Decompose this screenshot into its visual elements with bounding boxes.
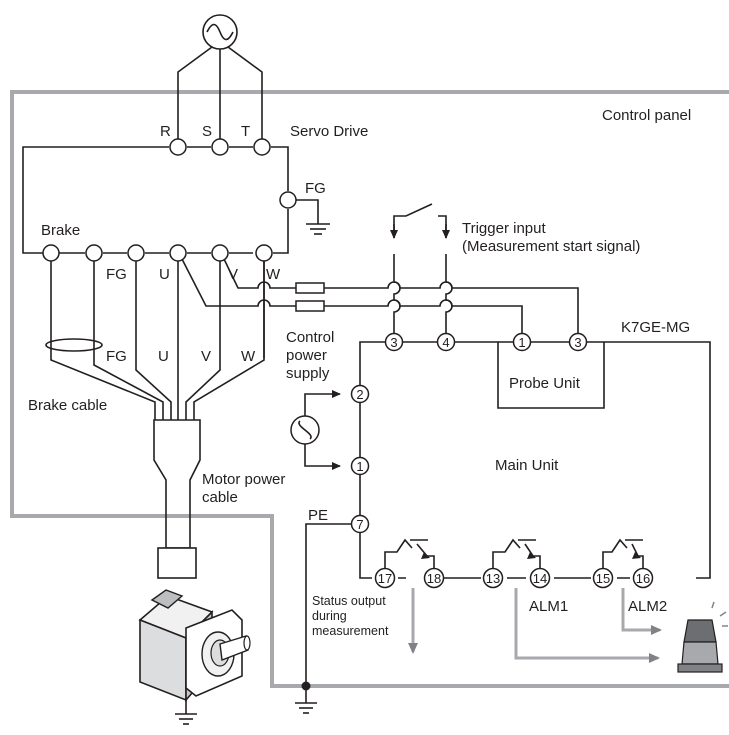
w-terminal-label: W [266, 266, 281, 283]
fg-drive-label: FG [305, 180, 326, 197]
fg-cable-label: FG [106, 348, 127, 365]
status-output-label-1: Status output [312, 594, 386, 608]
supply-wires [177, 46, 263, 140]
ground-icon [306, 223, 330, 235]
alm1-output-arrow [514, 588, 660, 663]
trigger-input-label-2: (Measurement start signal) [462, 238, 640, 255]
terminal-label-r: R [160, 123, 171, 140]
cable-plug [157, 547, 197, 579]
motor-power-cable-label-2: cable [202, 489, 238, 506]
brake-cable-twist-icon [45, 338, 103, 352]
v-to-probe-wire [181, 258, 523, 334]
v-cable-label: V [201, 348, 211, 365]
alm1-label: ALM1 [529, 598, 568, 615]
power-terminals [350, 384, 370, 534]
terminal-probe-1: 1 [518, 335, 525, 350]
terminal-out-17: 17 [378, 571, 392, 586]
w-to-probe-wire [223, 258, 579, 334]
pe-label: PE [308, 507, 328, 524]
terminal-out-16: 16 [636, 571, 650, 586]
terminal-out-14: 14 [533, 571, 547, 586]
servo-drive-label: Servo Drive [290, 123, 368, 140]
v-terminal-label: V [228, 266, 238, 283]
trigger-wire-4 [445, 254, 453, 334]
ac-supply-icon [202, 14, 238, 50]
terminal-probe-3: 3 [574, 335, 581, 350]
photocoupler-icon-1 [384, 538, 435, 568]
motor-ground-icon [175, 713, 197, 725]
pe-ground-icon [295, 702, 317, 714]
terminal-power-1: 1 [356, 459, 363, 474]
servo-motor-icon [138, 589, 251, 703]
motor-power-cable-label-1: Motor power [202, 471, 285, 488]
status-output-label-2: during [312, 609, 347, 623]
terminal-main-3: 3 [390, 335, 397, 350]
control-panel-label: Control panel [602, 107, 691, 124]
photocoupler-icon-3 [602, 538, 644, 568]
main-top-terminals [384, 332, 588, 352]
photocoupler-icon-2 [492, 538, 541, 568]
alm2-output-arrow [621, 588, 662, 635]
fuse-top [295, 282, 325, 294]
trigger-switch-icon [390, 203, 450, 239]
control-panel-boundary [10, 90, 729, 688]
control-power-label-3: supply [286, 365, 330, 382]
w-cable-label: W [241, 348, 256, 365]
terminal-out-15: 15 [596, 571, 610, 586]
brake-cable-label: Brake cable [28, 397, 107, 414]
fg-terminal-label: FG [106, 266, 127, 283]
main-unit-label: Main Unit [495, 457, 559, 474]
alm2-label: ALM2 [628, 598, 667, 615]
terminal-label-t: T [241, 123, 250, 140]
u-terminal-label: U [159, 266, 170, 283]
brake-label: Brake [41, 222, 80, 239]
ground-junction [301, 681, 311, 691]
status-output-label-3: measurement [312, 624, 389, 638]
terminal-pe-7: 7 [356, 517, 363, 532]
control-power-label-2: power [286, 347, 327, 364]
cable-connector [153, 419, 201, 549]
control-power-label-1: Control [286, 329, 334, 346]
terminal-label-s: S [202, 123, 212, 140]
terminal-out-18: 18 [427, 571, 441, 586]
trigger-wire-3 [393, 254, 401, 334]
probe-unit-label: Probe Unit [509, 375, 581, 392]
servo-drive-box [22, 146, 289, 254]
terminal-main-4: 4 [442, 335, 449, 350]
drive-top-terminals [169, 138, 297, 209]
k7ge-mg-label: K7GE-MG [621, 319, 690, 336]
control-ac-source-icon [290, 390, 341, 470]
terminal-out-13: 13 [486, 571, 500, 586]
main-unit-box [359, 341, 711, 579]
warning-lamp-icon [677, 601, 728, 673]
trigger-input-label-1: Trigger input [462, 220, 546, 237]
terminal-power-2: 2 [356, 387, 363, 402]
fuse-bottom [295, 300, 325, 312]
output-terminals [374, 567, 654, 589]
u-cable-label: U [158, 348, 169, 365]
